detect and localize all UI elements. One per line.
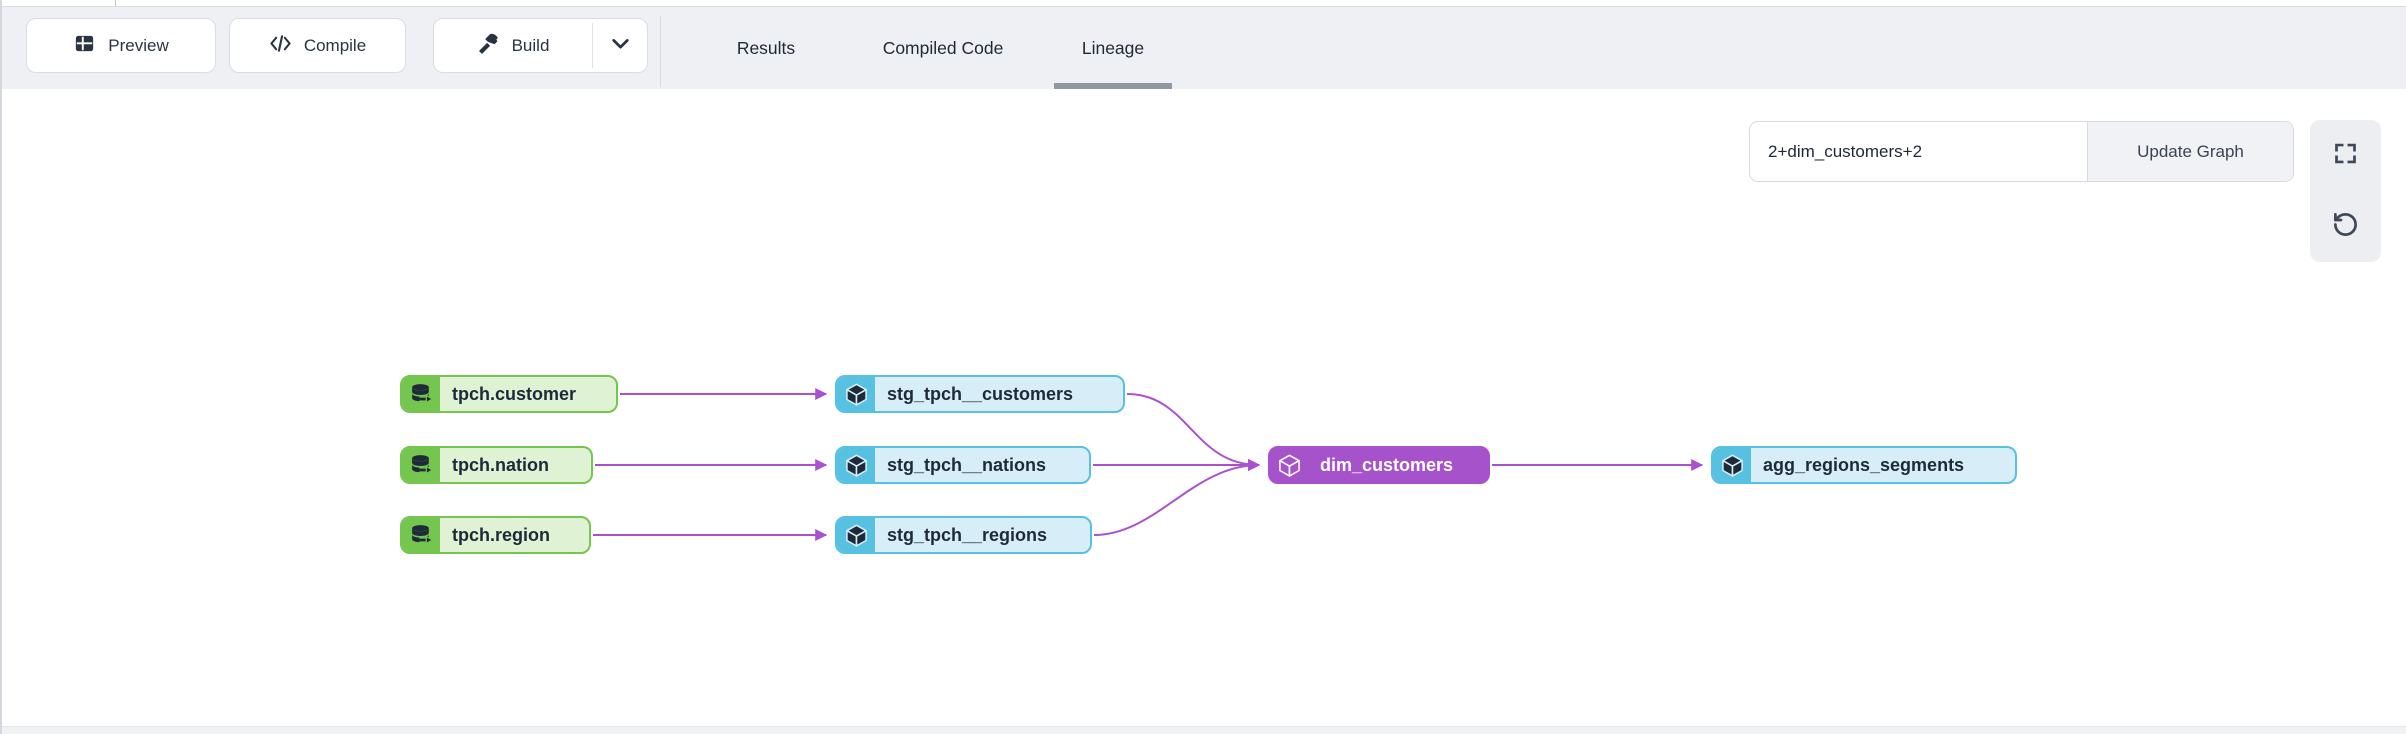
model-cube-icon: [837, 377, 875, 411]
model-cube-icon: [837, 448, 875, 482]
node-selector-group: Update Graph: [1749, 121, 2294, 182]
button-divider: [592, 23, 593, 68]
build-button-group: Build: [433, 18, 648, 73]
graph-node-label: tpch.nation: [452, 454, 549, 475]
graph-node-label: agg_regions_segments: [1763, 454, 1965, 475]
tab-results[interactable]: Results: [736, 37, 796, 58]
graph-node-stg_tpch__regions[interactable]: stg_tpch__regions: [835, 516, 1092, 554]
pane-left-border: [0, 0, 2, 734]
lineage-toolbar: Preview Compile Build Results Compiled C…: [0, 7, 2406, 89]
graph-node-tpch.nation[interactable]: tpch.nation: [400, 446, 593, 484]
graph-node-label: tpch.region: [452, 524, 550, 545]
status-bar-strip: [0, 726, 2406, 734]
graph-node-label: stg_tpch__nations: [887, 454, 1047, 475]
update-graph-button[interactable]: Update Graph: [2087, 122, 2293, 181]
graph-node-label: stg_tpch__customers: [887, 383, 1074, 404]
graph-controls-panel: [2310, 120, 2381, 262]
reset-view-button[interactable]: [2314, 195, 2378, 259]
build-button-label: Build: [511, 35, 550, 55]
graph-node-stg_tpch__nations[interactable]: stg_tpch__nations: [835, 446, 1091, 484]
tab-lineage[interactable]: Lineage: [1081, 37, 1145, 58]
table-icon: [73, 32, 96, 60]
chevron-down-icon: [608, 31, 633, 61]
database-icon: [402, 518, 440, 552]
model-cube-icon: [837, 518, 875, 552]
model-cube-icon: [1270, 448, 1308, 482]
graph-node-tpch.region[interactable]: tpch.region: [400, 516, 591, 554]
fullscreen-icon: [2332, 140, 2359, 172]
compile-button[interactable]: Compile: [229, 18, 406, 73]
preview-button-label: Preview: [108, 35, 169, 55]
build-dropdown-button[interactable]: [593, 19, 647, 72]
rotate-ccw-icon: [2332, 211, 2359, 243]
database-icon: [402, 377, 440, 411]
compile-button-label: Compile: [303, 35, 367, 55]
graph-node-label: stg_tpch__regions: [887, 524, 1048, 545]
preview-button[interactable]: Preview: [26, 18, 216, 73]
editor-pane-bottom-edge: [0, 0, 2406, 7]
code-icon: [269, 32, 292, 60]
hammer-icon: [477, 32, 500, 60]
graph-node-stg_tpch__customers[interactable]: stg_tpch__customers: [835, 375, 1125, 413]
fullscreen-button[interactable]: [2314, 124, 2378, 188]
active-tab-underline: [1054, 83, 1172, 89]
build-button[interactable]: Build: [434, 19, 592, 72]
model-cube-icon: [1713, 448, 1751, 482]
graph-node-label: dim_customers: [1320, 454, 1454, 475]
toolbar-section-divider: [660, 16, 661, 87]
graph-node-dim_customers[interactable]: dim_customers: [1268, 446, 1490, 484]
database-icon: [402, 448, 440, 482]
node-selector-input[interactable]: [1750, 122, 2087, 181]
graph-node-agg_regions_segments[interactable]: agg_regions_segments: [1711, 446, 2017, 484]
pane-divider: [115, 0, 116, 7]
tab-compiled-code[interactable]: Compiled Code: [882, 37, 1004, 58]
graph-node-label: tpch.customer: [452, 383, 577, 404]
graph-node-tpch.customer[interactable]: tpch.customer: [400, 375, 618, 413]
lineage-graph-canvas[interactable]: [0, 89, 2406, 726]
